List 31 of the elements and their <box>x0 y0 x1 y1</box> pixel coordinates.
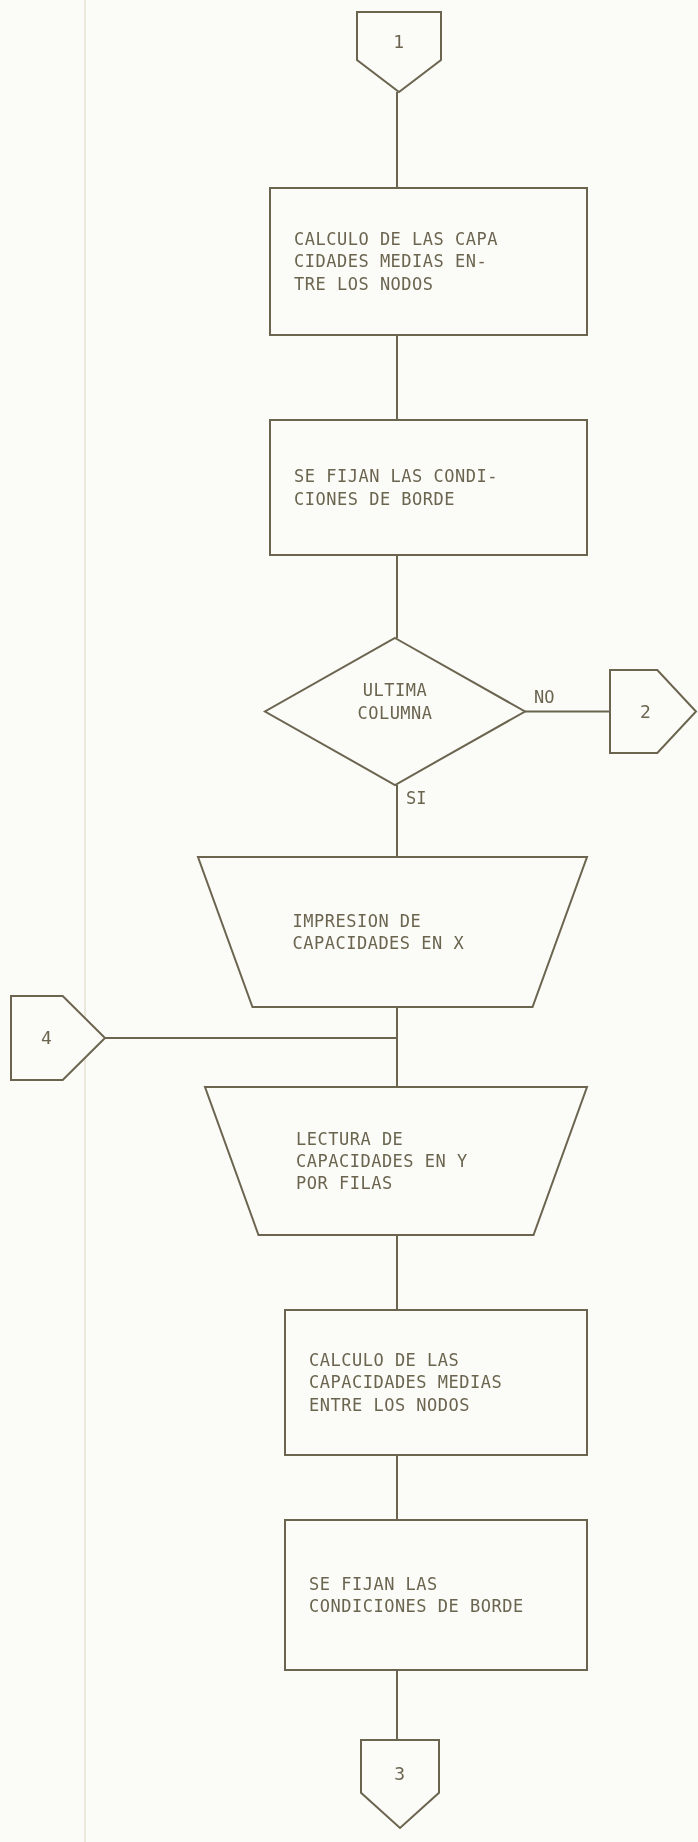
connector-symbol <box>11 996 105 1080</box>
connector-line <box>396 1669 398 1741</box>
process-box <box>285 1520 587 1670</box>
node-text: 3 <box>394 1762 406 1786</box>
connector-line <box>396 1454 398 1521</box>
node-text: 2 <box>640 699 652 724</box>
node-text: CALCULO DE LAS CAPA CIDADES MEDIAS EN- TRE LOS NODOS <box>294 228 499 295</box>
connector-line <box>104 1037 398 1088</box>
io-trapezoid <box>205 1087 587 1235</box>
node-text: SE FIJAN LAS CONDI- CIONES DE BORDE <box>294 465 499 510</box>
connector-symbol <box>361 1740 439 1828</box>
connector-line <box>396 554 398 639</box>
node-text: CALCULO DE LAS CAPACIDADES MEDIAS ENTRE LOS NODOS <box>309 1349 504 1416</box>
node-text: 4 <box>41 1026 53 1050</box>
node-text: ULTIMA COLUMNA <box>356 679 434 724</box>
decision-diamond <box>265 638 525 785</box>
io-trapezoid <box>198 857 587 1007</box>
connector-line <box>396 784 398 858</box>
connector-line <box>396 1234 398 1311</box>
connector-line <box>396 91 398 189</box>
process-box <box>285 1310 587 1455</box>
process-box <box>270 420 587 555</box>
process-box <box>270 188 587 335</box>
connector-symbol <box>610 670 696 753</box>
node-text: SE FIJAN LAS CONDICIONES DE BORDE <box>309 1572 525 1618</box>
connector-line <box>396 334 398 421</box>
node-text: LECTURA DE CAPACIDADES EN Y POR FILAS <box>296 1127 469 1195</box>
connector-symbol <box>357 12 441 92</box>
node-text: IMPRESION DE CAPACIDADES EN X <box>292 909 466 955</box>
connector-line <box>524 710 611 713</box>
node-text: 1 <box>393 30 405 54</box>
